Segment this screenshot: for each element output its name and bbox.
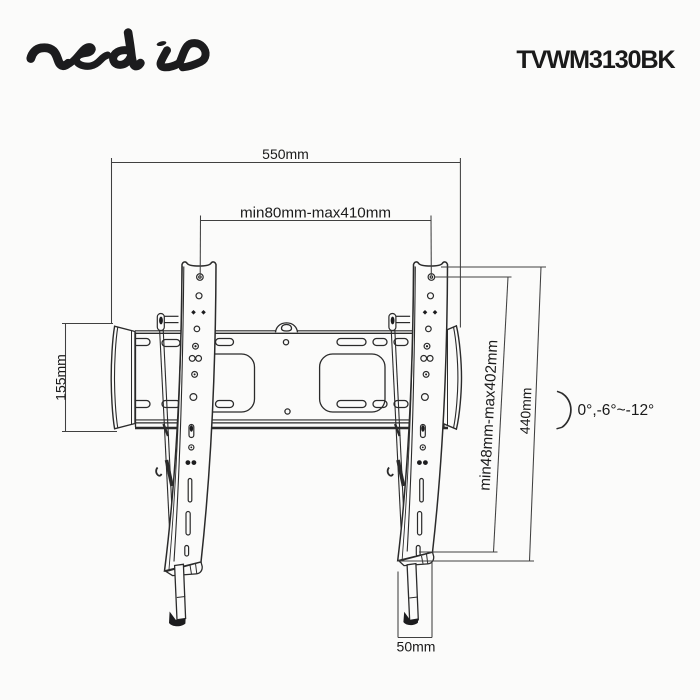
svg-text:TVWM3130BK: TVWM3130BK [516,46,676,74]
svg-text:155mm: 155mm [53,354,69,401]
svg-text:550mm: 550mm [262,146,309,162]
svg-text:440mm: 440mm [517,387,535,434]
svg-text:0°,-6°~-12°: 0°,-6°~-12° [578,402,655,419]
svg-text:min80mm-max410mm: min80mm-max410mm [240,205,391,222]
svg-text:50mm: 50mm [397,639,436,655]
